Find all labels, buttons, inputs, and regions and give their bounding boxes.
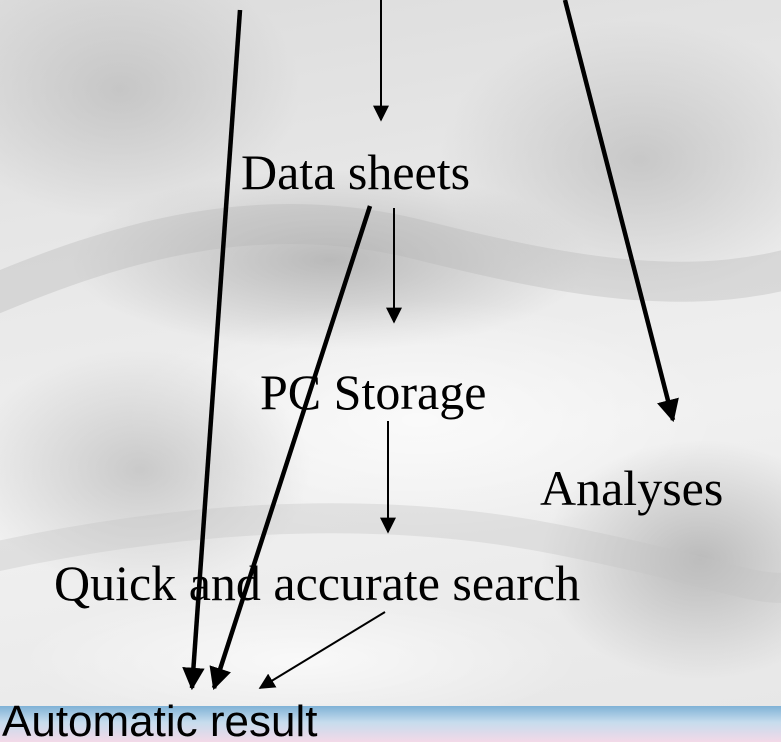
node-quick-and-accurate-search: Quick and accurate search	[54, 555, 581, 611]
node-data-sheets: Data sheets	[241, 144, 471, 200]
node-pc-storage: PC Storage	[260, 364, 487, 420]
node-analyses: Analyses	[540, 460, 724, 516]
node-automatic-result: Automatic result	[2, 697, 318, 742]
bottom-band	[0, 706, 781, 742]
